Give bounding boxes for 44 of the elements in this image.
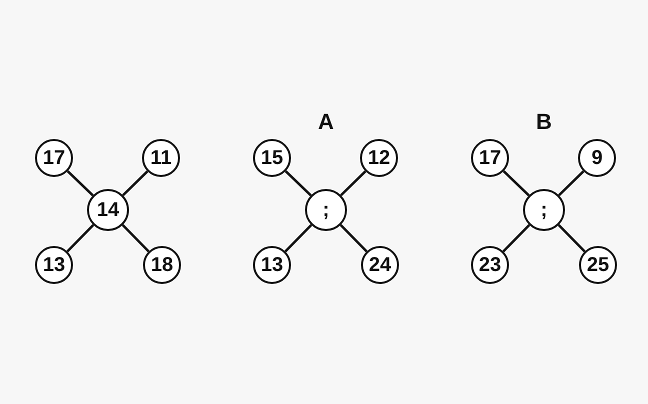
circle-text: 25 — [586, 254, 610, 276]
circle-text: 17 — [42, 146, 66, 170]
number-circle — [523, 189, 565, 231]
circle-text: 14 — [96, 198, 120, 222]
circle-text: 11 — [150, 146, 172, 170]
number-circle — [143, 246, 181, 284]
number-circle — [579, 246, 617, 284]
circle-text: 24 — [368, 254, 392, 276]
number-circle — [471, 139, 509, 177]
circle-text: 13 — [260, 254, 284, 276]
connector-line — [340, 224, 368, 252]
circle-text: 23 — [478, 254, 502, 276]
circle-text: 13 — [42, 254, 66, 276]
circle-text: 9 — [591, 146, 603, 170]
connector-line — [558, 170, 584, 196]
circle-text: 18 — [150, 254, 174, 276]
connector-line — [558, 224, 586, 252]
connector-line — [122, 224, 150, 252]
connector-line — [66, 224, 94, 252]
number-circle — [87, 189, 129, 231]
connector-line — [66, 170, 94, 196]
number-circle — [578, 139, 616, 177]
circle-text: 15 — [260, 146, 284, 170]
number-circle — [253, 139, 291, 177]
option-label: A — [318, 109, 334, 135]
number-circle — [471, 246, 509, 284]
connector-line — [122, 170, 148, 196]
circle-text: 12 — [368, 146, 390, 170]
number-circle — [35, 139, 73, 177]
number-circle — [35, 246, 73, 284]
connector-line — [340, 170, 366, 196]
number-circle — [253, 246, 291, 284]
option-label: B — [536, 109, 552, 135]
number-circle — [305, 189, 347, 231]
number-circle — [361, 246, 399, 284]
circle-text: ; — [322, 198, 330, 222]
connector-line — [284, 170, 312, 196]
number-circle — [142, 139, 180, 177]
circle-text: 17 — [478, 146, 502, 170]
number-circle — [360, 139, 398, 177]
connector-line — [502, 224, 530, 252]
circle-text: ; — [540, 198, 548, 222]
connector-line — [284, 224, 312, 252]
connector-line — [502, 170, 530, 196]
